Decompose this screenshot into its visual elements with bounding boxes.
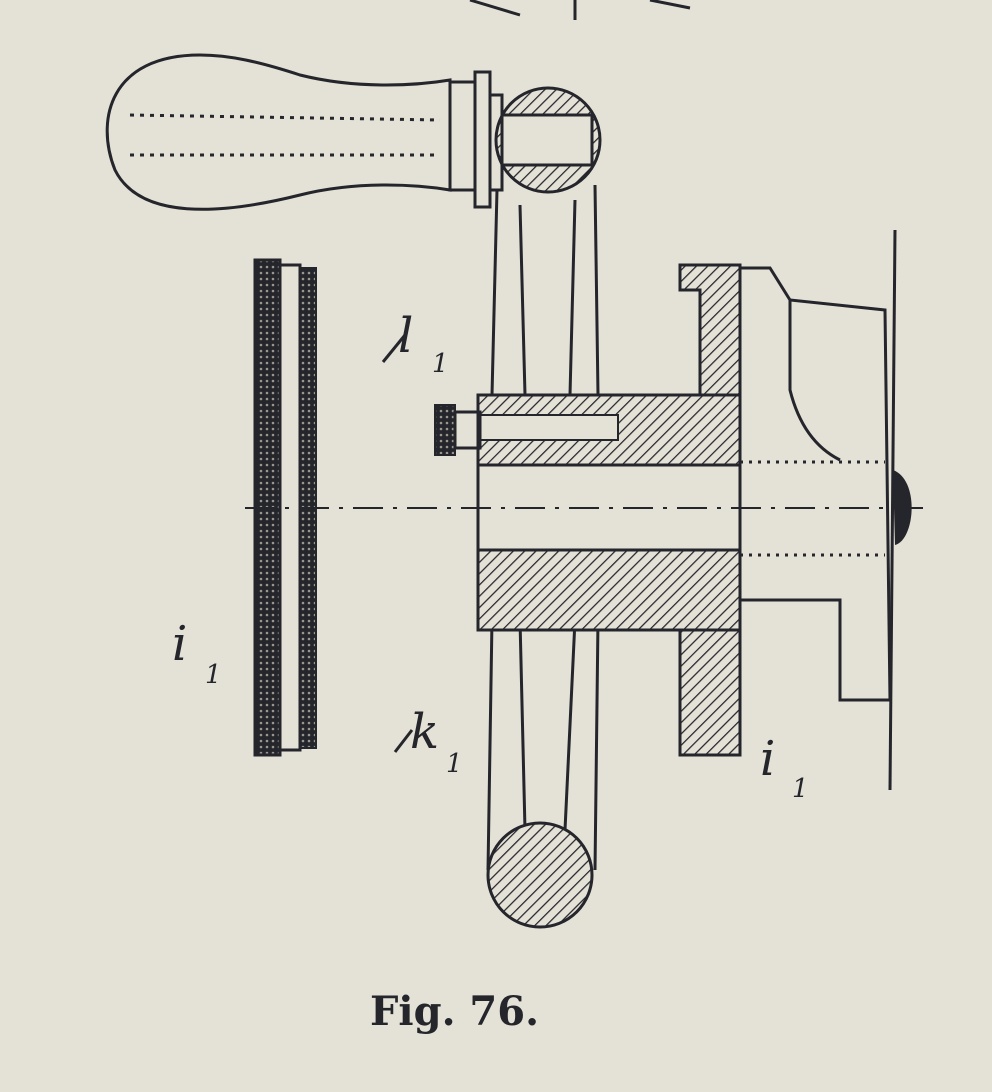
- label-k1: k 1: [393, 704, 463, 779]
- figure-caption: Fig. 76.: [370, 988, 539, 1035]
- label-i1-left: i 1: [172, 616, 222, 690]
- svg-text:1: 1: [446, 749, 463, 779]
- svg-text:k: k: [410, 704, 439, 760]
- label-l1: l 1: [381, 308, 449, 379]
- label-i1-right: i 1: [760, 731, 809, 804]
- hub-section: [434, 263, 742, 757]
- flange: [740, 229, 912, 791]
- crank-arm: [486, 184, 600, 929]
- svg-text:1: 1: [432, 349, 449, 379]
- svg-text:1: 1: [792, 774, 809, 804]
- crank-pin-section: [494, 86, 602, 194]
- svg-text:l: l: [398, 308, 413, 364]
- svg-text:i: i: [172, 616, 187, 672]
- svg-text:i: i: [760, 731, 775, 787]
- svg-text:1: 1: [205, 660, 222, 690]
- handle-grip: [105, 53, 504, 211]
- top-fragment: [469, 0, 691, 20]
